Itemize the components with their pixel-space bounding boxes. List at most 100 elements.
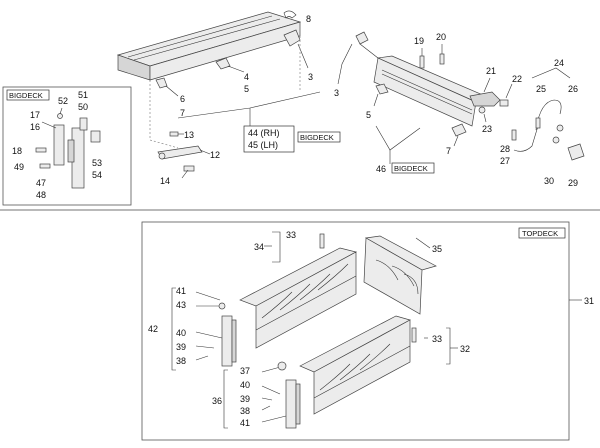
bolt-part-20 xyxy=(439,53,445,65)
side-board-right xyxy=(373,55,492,127)
callout-28: 28 xyxy=(500,144,510,154)
bigdeck-inset-frame xyxy=(2,86,132,206)
bigdeck-tag-46 xyxy=(391,162,435,174)
callout-22: 22 xyxy=(512,74,522,84)
callout-29: 29 xyxy=(568,178,578,188)
callout-8: 8 xyxy=(306,14,311,24)
stake-post-parts-47-48 xyxy=(53,124,85,189)
hook-part-24 xyxy=(513,99,562,152)
callout-13: 13 xyxy=(184,130,194,140)
callout-54: 54 xyxy=(92,170,102,180)
screw-part-52 xyxy=(57,113,63,119)
clip-part-8 xyxy=(283,10,297,19)
bracket-parts-53-54 xyxy=(90,130,101,143)
topdeck-board-lower xyxy=(299,315,411,415)
callout-32: 32 xyxy=(460,344,470,354)
callout-24: 24 xyxy=(554,58,564,68)
bigdeck-tag-44-text: BIGDECK xyxy=(300,133,334,142)
callout-16: 16 xyxy=(30,122,40,132)
callout-39-lower: 39 xyxy=(240,394,250,404)
callout-6: 6 xyxy=(180,94,185,104)
pin-part-14 xyxy=(183,165,195,172)
callout-36: 36 xyxy=(212,396,222,406)
callout-17: 17 xyxy=(30,110,40,120)
callout-51: 51 xyxy=(78,90,88,100)
nut-part-30 xyxy=(552,136,560,144)
callout-38-lower: 38 xyxy=(240,406,250,416)
latch-parts-6-7 xyxy=(155,77,168,89)
callout-25: 25 xyxy=(536,84,546,94)
callout-14: 14 xyxy=(160,176,170,186)
callout-19: 19 xyxy=(414,36,424,46)
callout-20: 20 xyxy=(436,32,446,42)
callout-41-upper: 41 xyxy=(176,286,186,296)
callout-3-right: 3 xyxy=(334,88,339,98)
callout-47: 47 xyxy=(36,178,46,188)
callout-30: 30 xyxy=(544,176,554,186)
callout-7-left: 7 xyxy=(180,108,185,118)
callout-5-left: 5 xyxy=(244,84,249,94)
side-board-left xyxy=(116,11,302,81)
hinge-part-3-right xyxy=(355,31,369,45)
callout-50: 50 xyxy=(78,102,88,112)
bigdeck-inset-tag xyxy=(6,89,50,101)
pin-part-13 xyxy=(169,131,179,137)
bracket-part-12 xyxy=(157,145,203,160)
washer-part-26 xyxy=(556,124,564,132)
callout-23: 23 xyxy=(482,124,492,134)
pin-part-33-upper xyxy=(319,233,325,249)
callout-5-right: 5 xyxy=(366,110,371,120)
callout-40-upper: 40 xyxy=(176,328,186,338)
callout-27: 27 xyxy=(500,156,510,166)
pin-part-33-lower xyxy=(411,327,417,343)
callout-39-upper: 39 xyxy=(176,342,186,352)
callout-37: 37 xyxy=(240,366,250,376)
latch-part-7-right xyxy=(451,123,467,137)
callout-26: 26 xyxy=(568,84,578,94)
latch-parts-4-5 xyxy=(215,57,231,70)
bolt-part-19 xyxy=(419,55,425,69)
callout-52: 52 xyxy=(58,96,68,106)
clip-parts-50-51 xyxy=(79,117,88,131)
callout-12: 12 xyxy=(210,150,220,160)
bigdeck-tag-44 xyxy=(297,131,341,143)
callout-49: 49 xyxy=(14,162,24,172)
callout-31: 31 xyxy=(584,296,594,306)
callout-40-lower: 40 xyxy=(240,380,250,390)
topdeck-board-34 xyxy=(239,247,357,349)
topdeck-tag-text: TOPDECK xyxy=(522,229,558,238)
callout-43: 43 xyxy=(176,300,186,310)
callout-38-upper: 38 xyxy=(176,356,186,366)
bolt-parts-27-28 xyxy=(511,129,517,141)
bolt-part-49 xyxy=(39,163,51,169)
pin-part-22 xyxy=(499,99,509,107)
callout-53: 53 xyxy=(92,158,102,168)
callout-21: 21 xyxy=(486,66,496,76)
callout-44rh: 44 (RH) xyxy=(248,128,280,138)
plate-part-29 xyxy=(567,143,585,161)
topdeck-frame xyxy=(141,221,570,441)
stake-post-42 xyxy=(221,315,237,367)
bigdeck-inset-tag-text: BIGDECK xyxy=(9,91,43,100)
bolt-part-25 xyxy=(535,117,541,129)
callout-42: 42 xyxy=(148,324,158,334)
topdeck-board-35 xyxy=(363,235,437,315)
callout-18: 18 xyxy=(12,146,22,156)
label-box-44-45 xyxy=(243,125,295,153)
callout-7-right: 7 xyxy=(446,146,451,156)
bolt-part-18 xyxy=(35,147,47,153)
callout-4: 4 xyxy=(244,72,249,82)
topdeck-tag xyxy=(518,227,566,239)
pin-part-23 xyxy=(478,106,486,114)
callout-33-lower: 33 xyxy=(432,334,442,344)
callout-3-left: 3 xyxy=(308,72,313,82)
callout-41-lower: 41 xyxy=(240,418,250,428)
callout-33-upper: 33 xyxy=(286,230,296,240)
latch-part-21 xyxy=(469,91,501,107)
stake-post-36 xyxy=(285,379,301,429)
callout-48: 48 xyxy=(36,190,46,200)
bigdeck-tag-46-text: BIGDECK xyxy=(394,164,428,173)
callout-45lh: 45 (LH) xyxy=(248,140,278,150)
callout-34: 34 xyxy=(254,242,264,252)
